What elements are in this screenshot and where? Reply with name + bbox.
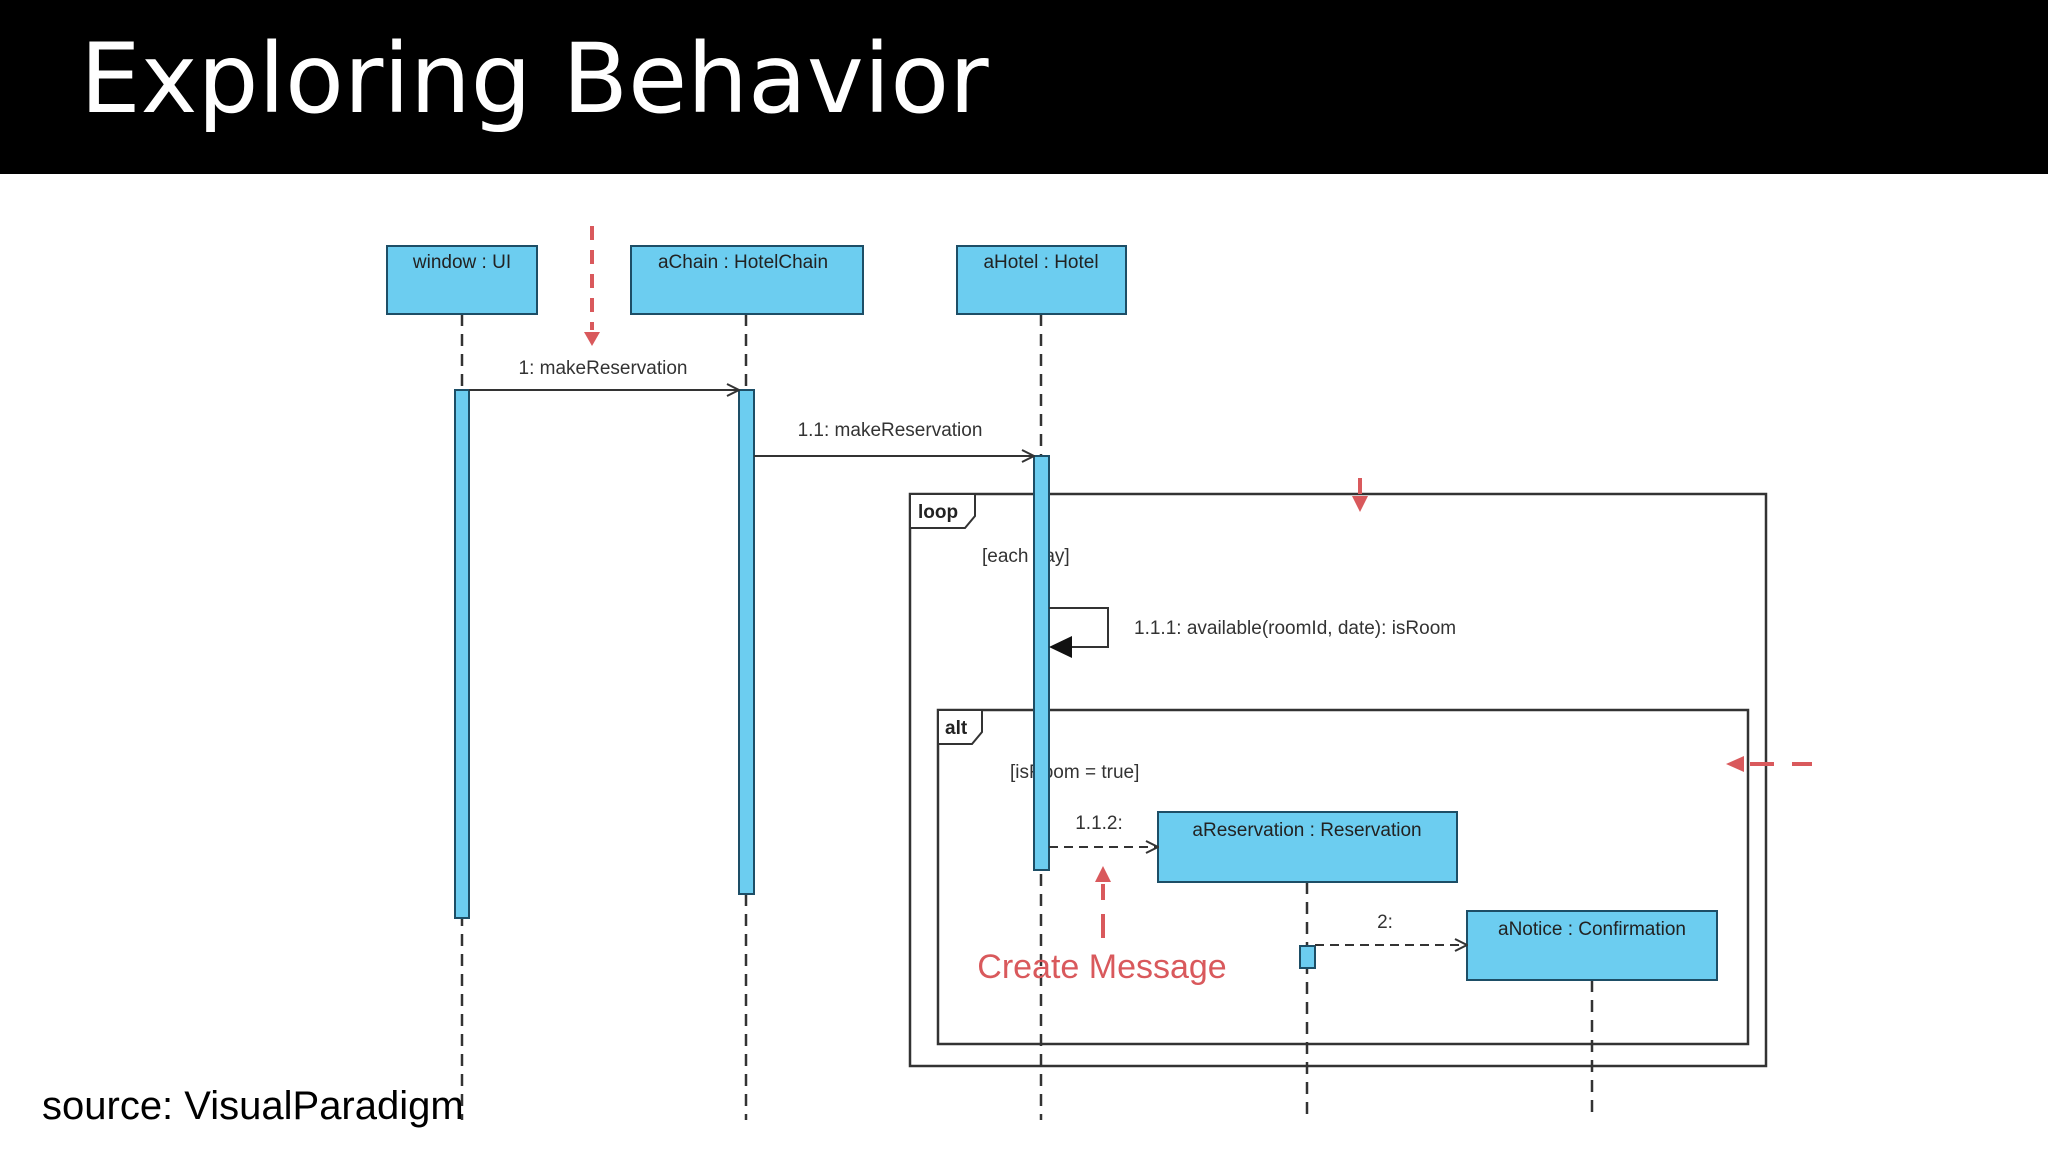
- loop-operator: loop: [918, 502, 958, 523]
- annotation-arrow-create: [1095, 866, 1111, 938]
- alt-guard: [isRoom = true]: [1010, 762, 1139, 783]
- message-1-1-label: 1.1: makeReservation: [798, 420, 983, 441]
- activation-window: [454, 389, 470, 919]
- message-1-label: 1: makeReservation: [519, 358, 688, 379]
- activation-bars: [454, 389, 1316, 969]
- sequence-diagram: loop [each day] alt [isRoom = true] wind…: [386, 226, 1812, 1120]
- message-1-1: 1.1: makeReservation: [754, 420, 1034, 456]
- slide-title: Exploring Behavior: [80, 23, 989, 135]
- lifeline-lines: [460, 314, 1594, 1120]
- lifeline-label-window: window : UI: [412, 252, 511, 273]
- lifeline-label-chain: aChain : HotelChain: [658, 252, 828, 273]
- lifeline-head-hotel: aHotel : Hotel: [956, 245, 1127, 315]
- annotation-arrow-top: [584, 226, 600, 346]
- title-bar: Exploring Behavior: [0, 0, 2048, 174]
- loop-guard: [each day]: [982, 546, 1070, 567]
- message-1-1-1-label: 1.1.1: available(roomId, date): isRoom: [1134, 618, 1456, 639]
- annotation-arrow-alt: [1726, 756, 1812, 772]
- lifeline-head-reservation: aReservation : Reservation: [1157, 811, 1458, 883]
- message-1-1-1: 1.1.1: available(roomId, date): isRoom: [1049, 607, 1456, 658]
- lifeline-head-chain: aChain : HotelChain: [630, 245, 864, 315]
- create-message-annotation: Create Message: [977, 948, 1226, 986]
- activation-hotel: [1033, 455, 1050, 871]
- message-2: 2:: [1315, 912, 1467, 945]
- alt-operator: alt: [945, 718, 968, 739]
- message-1-1-2: 1.1.2:: [1049, 813, 1158, 847]
- message-1-1-2-label: 1.1.2:: [1075, 813, 1123, 834]
- lifeline-head-notice: aNotice : Confirmation: [1466, 910, 1718, 981]
- lifeline-head-window: window : UI: [386, 245, 538, 315]
- annotation-arrows: [584, 226, 1812, 938]
- activation-chain: [738, 389, 755, 895]
- annotation-arrow-loop: [1352, 478, 1368, 512]
- lifeline-label-hotel: aHotel : Hotel: [983, 252, 1098, 273]
- message-2-label: 2:: [1377, 912, 1393, 933]
- source-note: source: VisualParadigm: [42, 1084, 464, 1128]
- activation-reservation: [1299, 945, 1316, 969]
- message-1: 1: makeReservation: [469, 358, 739, 390]
- lifeline-label-reservation: aReservation : Reservation: [1192, 820, 1421, 841]
- lifeline-label-notice: aNotice : Confirmation: [1498, 919, 1686, 940]
